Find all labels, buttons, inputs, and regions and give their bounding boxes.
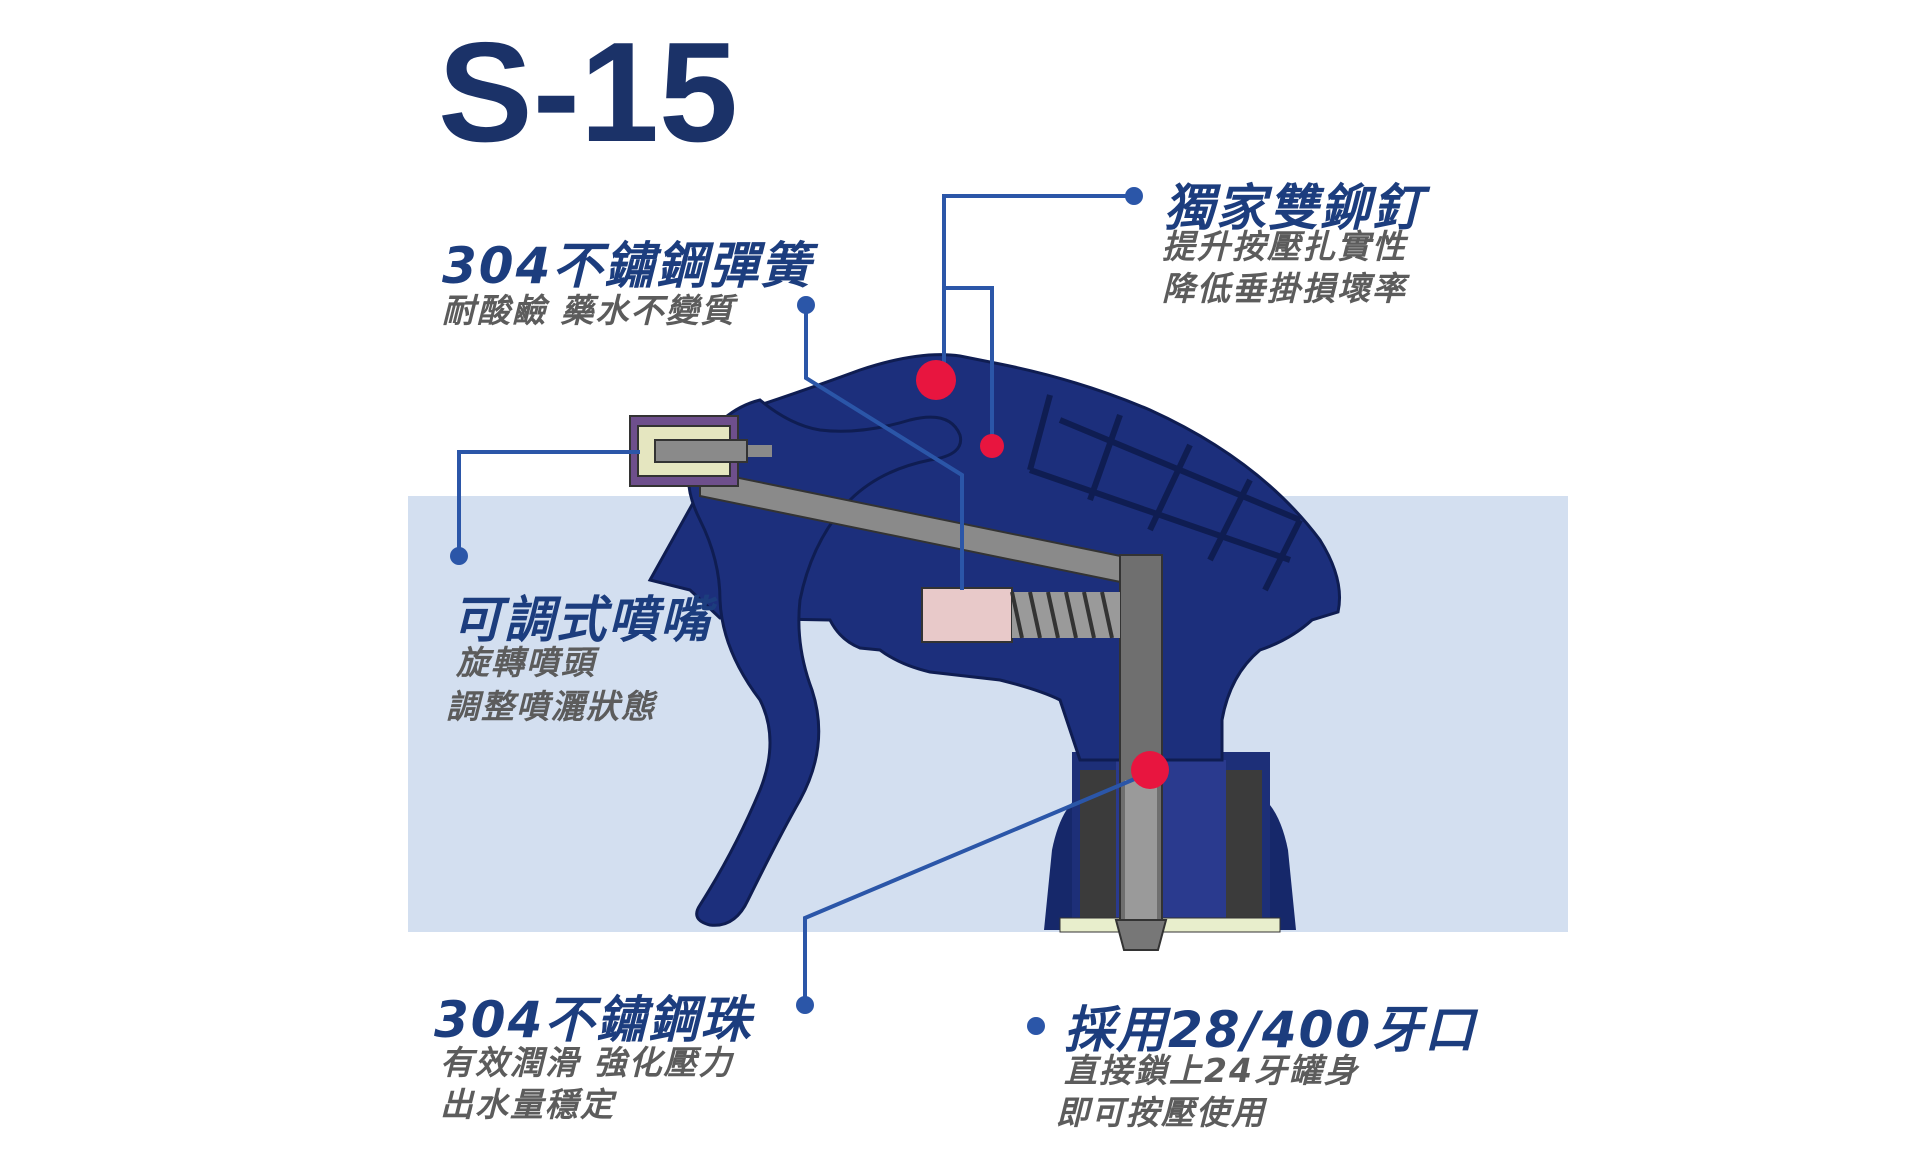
callout-rivet-line-1: 提升按壓扎實性 — [1162, 227, 1407, 266]
steel-rod — [699, 468, 1168, 951]
callout-nozzle-line-2: 調整噴灑狀態 — [446, 687, 656, 726]
callout-ball-line-2: 出水量穩定 — [440, 1085, 615, 1124]
rivet-dot-small — [980, 434, 1004, 458]
callout-nozzle-line-1: 旋轉噴頭 — [456, 643, 596, 682]
callout-spring-heading: 304不鏽鋼彈簧 — [442, 237, 813, 295]
callout-ball-line-1: 有效潤滑 強化壓力 — [440, 1043, 734, 1082]
callout-thread-heading: 採用28/400牙口 — [1064, 1001, 1477, 1059]
leader-ball — [803, 768, 1157, 1005]
rivet-dot-large — [916, 360, 956, 400]
highlight-dots — [916, 360, 1169, 789]
callout-thread-line-1: 直接鎖上24牙罐身 — [1064, 1051, 1359, 1090]
callout-rivet-heading: 獨家雙鉚釘 — [1164, 179, 1424, 237]
product-title: S-15 — [438, 13, 738, 172]
spring — [921, 587, 1120, 643]
leader-dots — [450, 187, 1143, 1035]
bottle-cap — [1044, 752, 1296, 933]
callout-spring-line-1: 耐酸鹼 藥水不變質 — [442, 291, 736, 330]
nozzle — [629, 415, 772, 487]
callout-ball-heading: 304不鏽鋼珠 — [434, 991, 753, 1049]
leader-lines — [457, 194, 1157, 1005]
callout-rivet-line-2: 降低垂掛損壞率 — [1162, 269, 1407, 308]
trigger-body — [647, 353, 1342, 927]
callout-nozzle-heading: 可調式噴嘴 — [452, 591, 712, 649]
callout-thread-line-2: 即可按壓使用 — [1056, 1093, 1266, 1132]
leader-spring — [804, 305, 964, 590]
leader-nozzle — [457, 450, 640, 556]
ball-dot — [1131, 751, 1169, 789]
